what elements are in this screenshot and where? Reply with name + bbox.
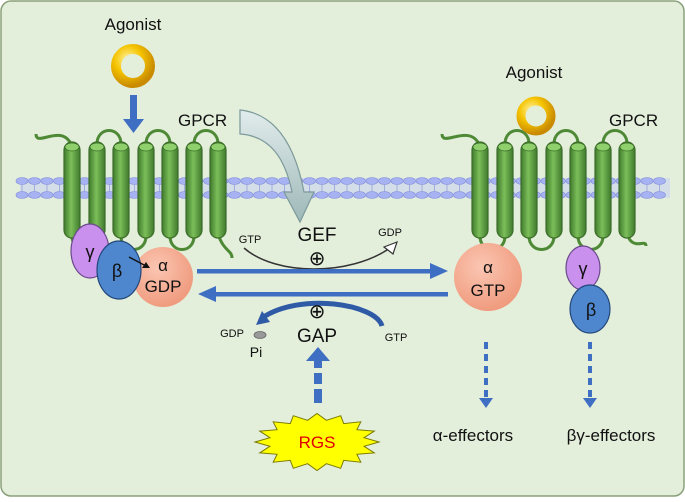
pi-label: Pi bbox=[250, 344, 262, 360]
gef-activation-arrow bbox=[239, 109, 315, 224]
rgs-label: RGS bbox=[299, 433, 336, 452]
hydrolysis-arc-head bbox=[256, 311, 270, 325]
beta-label-right: β bbox=[586, 300, 596, 320]
bg-effector-arrow bbox=[583, 342, 597, 408]
beta-label-left: β bbox=[112, 261, 122, 281]
rgs-star-shape bbox=[253, 412, 381, 472]
agonist-label-left: Agonist bbox=[105, 15, 162, 34]
rgs-dashed-arrow bbox=[306, 347, 330, 403]
gtp-label-top: GTP bbox=[239, 234, 262, 246]
bg-effectors-label: βγ-effectors bbox=[567, 426, 656, 445]
alpha-effectors-label: α-effectors bbox=[433, 426, 513, 445]
gpcr-label-left: GPCR bbox=[178, 111, 227, 130]
gef-label: GEF bbox=[297, 225, 336, 246]
gtp-label-alpha: GTP bbox=[471, 281, 506, 300]
exchange-arc-head bbox=[382, 240, 398, 255]
gtp-hydrolysis-arc bbox=[260, 300, 385, 328]
agonist-label-right: Agonist bbox=[506, 63, 563, 82]
alpha-subunit-right bbox=[454, 243, 522, 311]
gamma-label-left: γ bbox=[86, 242, 95, 262]
gap-plus-sign: ⊕ bbox=[309, 301, 326, 323]
gpcr-label-right: GPCR bbox=[609, 111, 658, 130]
agonist-ring-right bbox=[516, 96, 556, 136]
inactivation-arrow bbox=[198, 286, 448, 302]
beta-to-alpha-arrow bbox=[128, 256, 150, 268]
alpha-effector-arrow bbox=[479, 342, 493, 408]
beta-subunit-right bbox=[569, 284, 611, 334]
alpha-label-left: α bbox=[158, 256, 168, 275]
gdp-label-bottom: GDP bbox=[220, 328, 244, 340]
beta-subunit-left bbox=[96, 240, 142, 300]
pi-ellipse bbox=[253, 331, 267, 339]
gamma-label-right: γ bbox=[579, 259, 588, 279]
gdp-label-top: GDP bbox=[378, 227, 402, 239]
gdp-gtp-exchange-arc bbox=[243, 247, 391, 270]
gtp-label-bottom: GTP bbox=[385, 332, 408, 344]
gpcr-receptor-left bbox=[34, 129, 234, 259]
gef-plus-sign: ⊕ bbox=[309, 248, 326, 270]
agonist-ring-left bbox=[111, 44, 155, 88]
gap-label: GAP bbox=[297, 326, 337, 347]
alpha-label-right: α bbox=[483, 258, 493, 277]
alpha-subunit-left bbox=[133, 247, 193, 307]
activation-arrow bbox=[197, 263, 448, 279]
agonist-down-arrow bbox=[123, 95, 144, 133]
gdp-label-alpha: GDP bbox=[145, 277, 182, 296]
